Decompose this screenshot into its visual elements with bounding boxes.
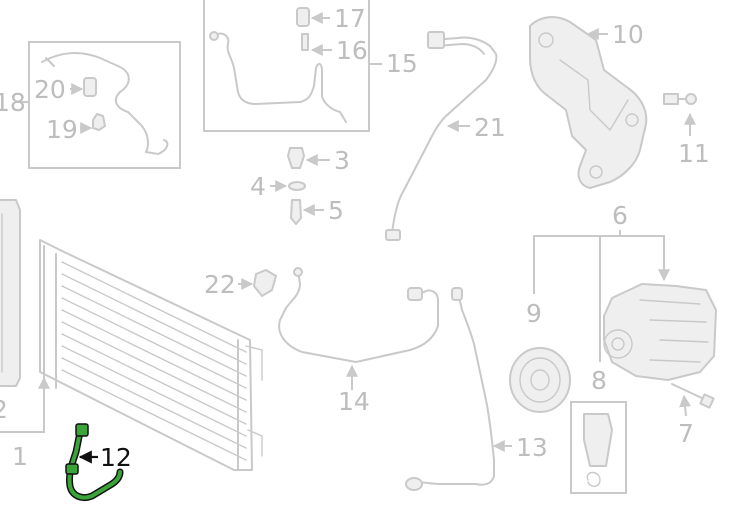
callout-19[interactable]: 19 (46, 115, 78, 144)
condenser-assembly: 2 1 (0, 199, 263, 471)
callout-1-leader (0, 376, 50, 433)
part-8-frame (570, 401, 627, 494)
callout-17[interactable]: 17 (334, 4, 366, 33)
refrigerant-line-21 (391, 36, 498, 233)
callout-10[interactable]: 10 (612, 20, 644, 49)
callout-4[interactable]: 4 (250, 172, 266, 201)
callout-14[interactable]: 14 (338, 387, 370, 416)
callout-20[interactable]: 20 (34, 75, 66, 104)
ac-compressor (603, 283, 717, 381)
part-5-valve (290, 199, 302, 225)
part-21-line: 21 (385, 31, 506, 241)
callout-7[interactable]: 7 (678, 419, 694, 448)
callout-11[interactable]: 11 (678, 139, 710, 168)
callout-3[interactable]: 3 (334, 146, 350, 175)
group-15-box: 15 17 16 (203, 0, 418, 132)
callout-13[interactable]: 13 (516, 433, 548, 462)
group-6: 6 9 8 7 (509, 201, 717, 494)
refrigerant-line-14 (278, 269, 439, 363)
compressor-bracket (529, 16, 648, 189)
part-12-mid-fitting (65, 463, 79, 475)
part-13-line: 13 (405, 287, 548, 491)
part-9-pulley (509, 347, 571, 413)
part-12-highlighted[interactable]: 12 (65, 423, 132, 502)
part-4-seal (288, 181, 306, 191)
part-3-valve-core (287, 147, 305, 169)
hose-assembly-15 (213, 32, 347, 123)
callout-8[interactable]: 8 (591, 366, 607, 395)
group-18-frame (28, 41, 181, 169)
callout-6[interactable]: 6 (612, 201, 628, 230)
part-8-control-valve (583, 413, 613, 467)
part-20-fitting (83, 77, 97, 97)
part-14-line: 14 (278, 267, 439, 416)
part-22-valve-block (253, 269, 277, 297)
callout-18[interactable]: 18 (0, 88, 26, 117)
condenser-core (39, 239, 253, 471)
callout-22[interactable]: 22 (204, 270, 236, 299)
callout-5[interactable]: 5 (328, 196, 344, 225)
callout-16[interactable]: 16 (336, 36, 368, 65)
callout-15[interactable]: 15 (386, 49, 418, 78)
refrigerant-line-13 (411, 291, 495, 486)
part-22: 22 (204, 269, 277, 299)
part-16-valve (301, 33, 309, 51)
group-18-box: 18 20 19 (0, 41, 181, 169)
part-7-bolt (671, 383, 707, 401)
part-17-cap (296, 7, 310, 27)
part-10-bracket: 10 (529, 16, 648, 189)
callout-21[interactable]: 21 (474, 113, 506, 142)
callout-7-leader (679, 394, 692, 417)
part-11-bolt: 11 (663, 93, 710, 168)
part-12-upper-fitting (75, 423, 89, 437)
callout-1[interactable]: 1 (12, 442, 28, 471)
hose-assembly-18 (41, 52, 169, 155)
part-19-valve (92, 113, 106, 131)
part-2-receiver-drier (0, 199, 21, 387)
callout-12[interactable]: 12 (100, 443, 132, 472)
callout-9[interactable]: 9 (526, 299, 542, 328)
small-parts-3-4-5: 3 4 5 (250, 146, 350, 225)
callout-2[interactable]: 2 (0, 395, 8, 424)
